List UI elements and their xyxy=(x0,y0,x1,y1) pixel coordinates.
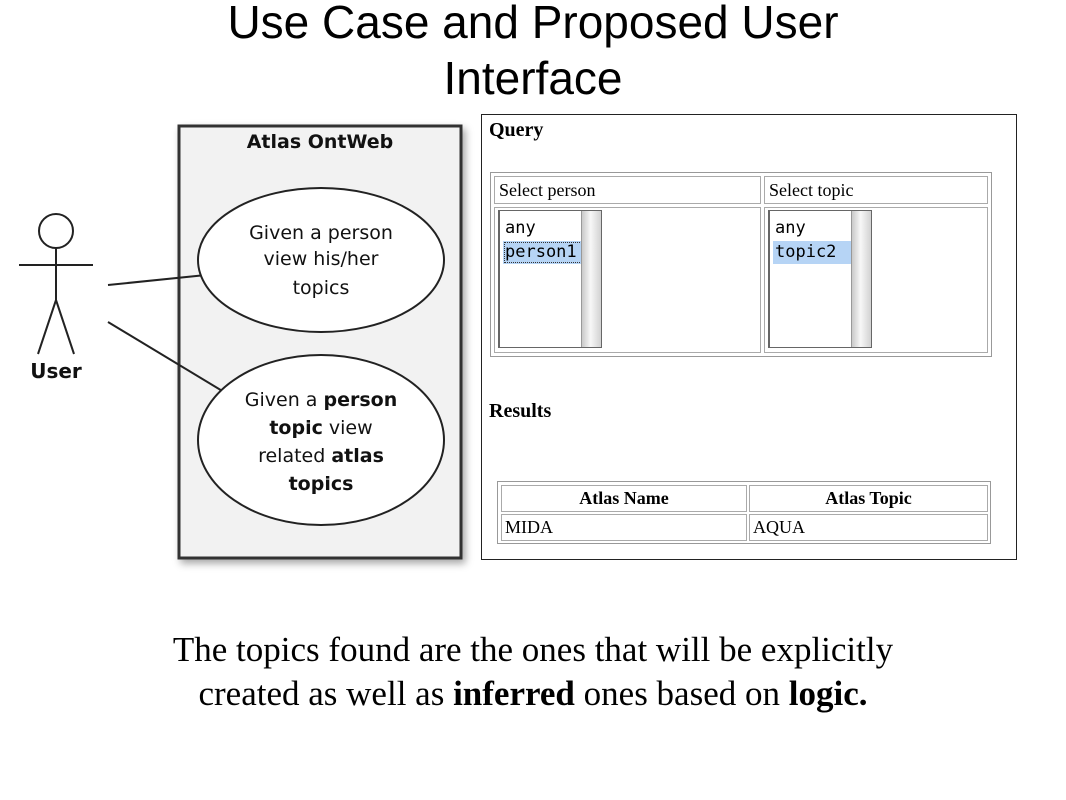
actor-stick-figure-icon xyxy=(19,213,93,355)
query-heading: Query xyxy=(489,119,544,141)
use-case-diagram: Atlas OntWeb User Given a person view hi… xyxy=(19,124,463,560)
person-listbox[interactable]: any person1 xyxy=(498,210,602,348)
person-option-any[interactable]: any xyxy=(505,218,536,238)
slide-title: Use Case and Proposed User Interface xyxy=(0,0,1066,106)
topic-option-topic2[interactable]: topic2 xyxy=(773,241,871,264)
system-name: Atlas OntWeb xyxy=(247,131,394,153)
uc2-plain-3: related xyxy=(258,445,331,467)
association-line-1 xyxy=(107,274,207,286)
use-case-1-line-1: Given a person xyxy=(249,222,393,244)
results-table: Atlas Name Atlas Topic MIDA AQUA xyxy=(497,481,991,544)
use-case-2-line-2: topic view xyxy=(269,417,372,439)
query-table: Select person Select topic any person1 a… xyxy=(490,172,992,357)
person-listbox-scrollbar[interactable] xyxy=(581,211,601,347)
topic-listbox[interactable]: any topic2 xyxy=(768,210,872,348)
use-case-1-line-3: topics xyxy=(293,277,350,299)
uc2-bold-person: person xyxy=(323,389,397,411)
caption-text-1: created as well as xyxy=(198,674,454,713)
caption-bold-inferred: inferred xyxy=(453,674,575,713)
caption-line-2: created as well as inferred ones based o… xyxy=(0,672,1066,716)
topic-option-any[interactable]: any xyxy=(775,218,806,238)
caption: The topics found are the ones that will … xyxy=(0,628,1066,716)
caption-line-1: The topics found are the ones that will … xyxy=(172,630,894,669)
uc2-bold-atlas: atlas xyxy=(331,445,384,467)
caption-text-2: ones based on xyxy=(574,674,789,713)
use-case-2-line-4: topics xyxy=(289,473,354,495)
title-line-1: Use Case and Proposed User xyxy=(227,0,839,48)
uc2-plain-2: view xyxy=(323,417,373,439)
title-line-2: Interface xyxy=(443,52,623,104)
uc2-bold-topics: topics xyxy=(289,473,354,495)
select-topic-header: Select topic xyxy=(764,176,988,204)
results-heading: Results xyxy=(489,400,552,422)
use-case-2 xyxy=(197,354,445,526)
association-line-2 xyxy=(107,321,225,393)
uc2-plain-1: Given a xyxy=(245,389,324,411)
caption-bold-logic: logic. xyxy=(788,674,868,713)
table-cell-atlas-topic: AQUA xyxy=(749,514,988,541)
uc2-bold-topic: topic xyxy=(269,417,323,439)
use-case-1 xyxy=(197,187,445,333)
actor-label: User xyxy=(30,359,82,383)
topic-list-cell: any topic2 xyxy=(764,207,988,353)
select-person-header: Select person xyxy=(494,176,761,204)
person-option-person1[interactable]: person1 xyxy=(503,241,601,264)
use-case-1-line-2: view his/her xyxy=(264,248,379,270)
column-header-atlas-topic: Atlas Topic xyxy=(749,485,988,512)
column-header-atlas-name: Atlas Name xyxy=(501,485,747,512)
topic-listbox-scrollbar[interactable] xyxy=(851,211,871,347)
person-list-cell: any person1 xyxy=(494,207,761,353)
use-case-2-line-1: Given a person xyxy=(245,389,397,411)
use-case-2-line-3: related atlas xyxy=(258,445,384,467)
proposed-ui-panel: Query Select person Select topic any per… xyxy=(481,114,1017,560)
table-cell-atlas-name: MIDA xyxy=(501,514,747,541)
